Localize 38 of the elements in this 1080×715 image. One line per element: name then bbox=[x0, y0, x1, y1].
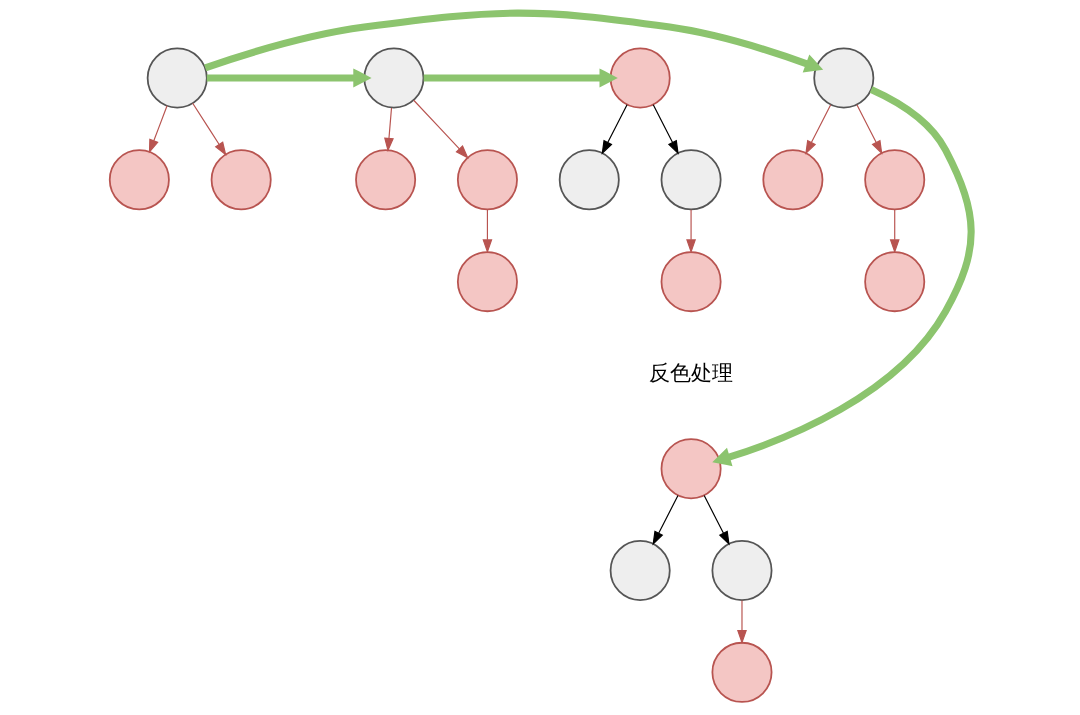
node-circle bbox=[456, 251, 518, 313]
arrow bbox=[383, 107, 394, 153]
node-circle bbox=[108, 149, 170, 211]
node-circle bbox=[863, 251, 925, 313]
node-circle bbox=[146, 47, 208, 109]
node-circle bbox=[761, 149, 823, 211]
node-circle bbox=[362, 47, 424, 109]
arrow bbox=[703, 494, 730, 546]
node-circle bbox=[660, 438, 722, 500]
arrow bbox=[481, 209, 492, 254]
arrow bbox=[685, 209, 696, 254]
arrow bbox=[651, 494, 679, 546]
node-circle bbox=[609, 540, 671, 601]
arrow bbox=[203, 9, 823, 73]
node-circle bbox=[660, 251, 722, 313]
label: 反色处理 bbox=[648, 360, 733, 386]
arrow bbox=[423, 68, 618, 88]
node-circle bbox=[456, 149, 518, 211]
node-circle bbox=[711, 641, 772, 703]
arrow bbox=[711, 86, 975, 467]
arrow bbox=[191, 102, 227, 156]
arrow bbox=[804, 104, 831, 155]
arrow bbox=[855, 104, 882, 155]
arrow bbox=[148, 105, 168, 154]
node-circle bbox=[558, 149, 620, 211]
node-circle bbox=[609, 47, 671, 109]
arrow bbox=[889, 209, 900, 254]
node-circle bbox=[711, 540, 772, 601]
arrow bbox=[652, 104, 679, 155]
arrow bbox=[736, 599, 747, 645]
arrow bbox=[412, 99, 469, 159]
node-circle bbox=[863, 149, 925, 211]
node-circle bbox=[210, 149, 272, 211]
node-circle bbox=[660, 149, 722, 211]
node-circle bbox=[354, 149, 416, 211]
arrow bbox=[206, 68, 372, 88]
node-circle bbox=[812, 47, 874, 109]
arrow bbox=[601, 104, 628, 155]
